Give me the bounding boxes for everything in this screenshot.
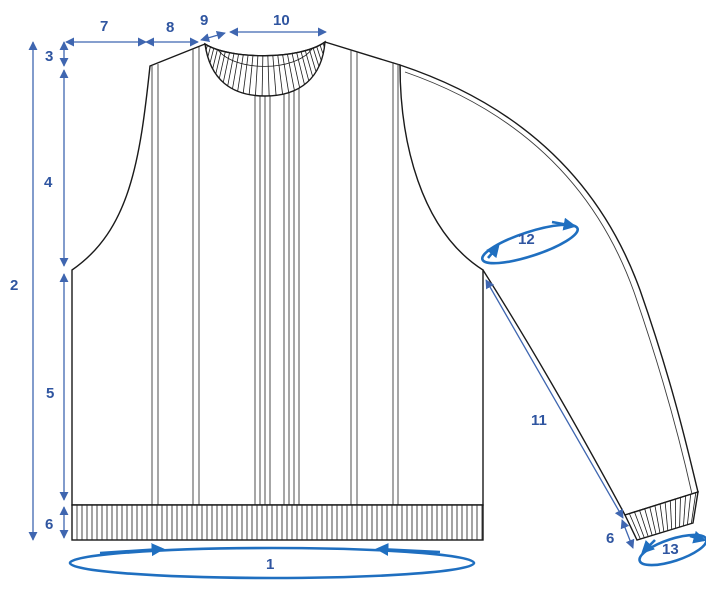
label-9: 9 <box>200 12 208 29</box>
circumference-rings <box>68 217 706 580</box>
label-10: 10 <box>273 12 290 29</box>
label-5: 5 <box>46 385 54 402</box>
sleeve-seam-line <box>404 71 693 495</box>
ring-12-upper-arm <box>481 217 579 265</box>
label-2: 2 <box>10 277 18 294</box>
dimension-lines <box>28 27 635 549</box>
measurement-labels: 1 2 3 4 5 6 7 8 9 10 11 12 6 13 <box>10 12 679 573</box>
label-3: 3 <box>45 48 53 65</box>
label-6-sleeve: 6 <box>606 530 614 547</box>
dimension-line-6-sleeve <box>620 519 635 549</box>
label-12: 12 <box>518 231 535 248</box>
label-11: 11 <box>531 412 547 429</box>
label-1: 1 <box>266 556 274 573</box>
hem-ribbing <box>71 504 484 541</box>
dimension-line-11 <box>485 279 624 519</box>
sleeve-cuff-ribbing <box>624 490 699 541</box>
label-13: 13 <box>662 541 679 558</box>
label-4: 4 <box>44 174 53 191</box>
ring-13-cuff <box>638 530 706 567</box>
neckband-ribbing <box>204 40 326 97</box>
body-cable-lines <box>151 47 399 505</box>
label-6-body: 6 <box>45 516 53 533</box>
sweater-body <box>71 40 484 541</box>
label-8: 8 <box>166 19 174 36</box>
ring-1-hem <box>68 543 476 580</box>
label-7: 7 <box>100 18 108 35</box>
dimension-line-9 <box>200 30 226 43</box>
